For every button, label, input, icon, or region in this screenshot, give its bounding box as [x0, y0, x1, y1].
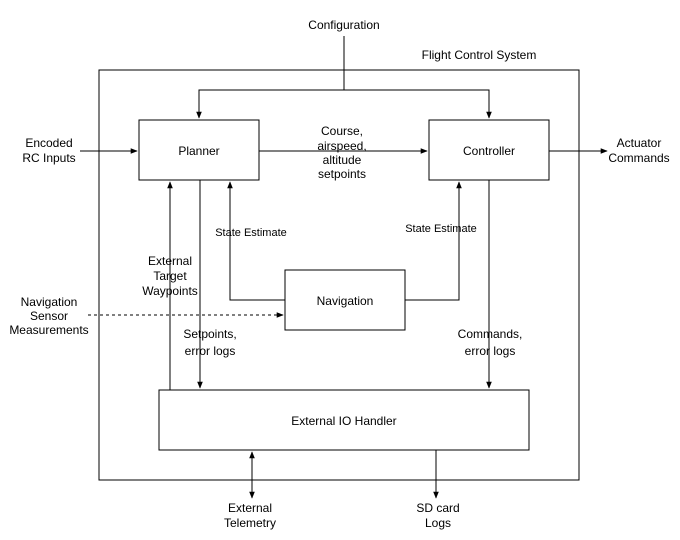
sd-card-label-line1: SD card	[416, 501, 459, 515]
external-waypoints-line2: Target	[153, 269, 187, 283]
setpoints-logs-line1: Setpoints,	[183, 327, 236, 341]
actuator-label-line1: Actuator	[617, 136, 662, 150]
commands-logs-line1: Commands,	[458, 327, 523, 341]
nav-sensor-label-line3: Measurements	[9, 323, 88, 337]
navigation-block	[284, 269, 406, 331]
nav-sensor-label-line2: Sensor	[30, 309, 68, 323]
setpoints-label-line4: setpoints	[318, 167, 366, 181]
system-label: Flight Control System	[422, 48, 537, 62]
controller-label: Controller	[463, 144, 515, 158]
commands-logs-line2: error logs	[465, 344, 516, 358]
planner-block	[138, 119, 260, 181]
configuration-to-planner-arrow	[196, 89, 344, 119]
state-estimate-planner-arrow	[227, 181, 285, 301]
setpoints-label-line3: altitude	[323, 153, 362, 167]
telemetry-label-line2: Telemetry	[224, 516, 276, 530]
setpoints-logs-line2: error logs	[185, 344, 236, 358]
nav-sensor-label-line1: Navigation	[21, 295, 78, 309]
state-estimate-controller-arrow	[405, 181, 462, 301]
configuration-label: Configuration	[308, 18, 379, 32]
external-waypoints-line1: External	[148, 254, 192, 268]
rc-inputs-label-line1: Encoded	[25, 136, 72, 150]
system-boundary	[98, 69, 580, 481]
state-estimate-planner-label: State Estimate	[215, 227, 287, 239]
setpoints-label-line1: Course,	[321, 124, 363, 138]
telemetry-label-line1: External	[228, 501, 272, 515]
external-waypoints-line3: Waypoints	[142, 284, 198, 298]
navigation-label: Navigation	[317, 294, 374, 308]
io-handler-block	[158, 389, 530, 451]
setpoints-label-line2: airspeed,	[317, 139, 366, 153]
actuator-label-line2: Commands	[608, 151, 669, 165]
sd-card-label-line2: Logs	[425, 516, 451, 530]
rc-inputs-label-line2: RC Inputs	[22, 151, 75, 165]
io-handler-label: External IO Handler	[291, 414, 396, 428]
configuration-to-controller-arrow	[344, 89, 492, 119]
state-estimate-controller-label: State Estimate	[405, 223, 477, 235]
planner-label: Planner	[178, 144, 219, 158]
controller-block	[428, 119, 550, 181]
